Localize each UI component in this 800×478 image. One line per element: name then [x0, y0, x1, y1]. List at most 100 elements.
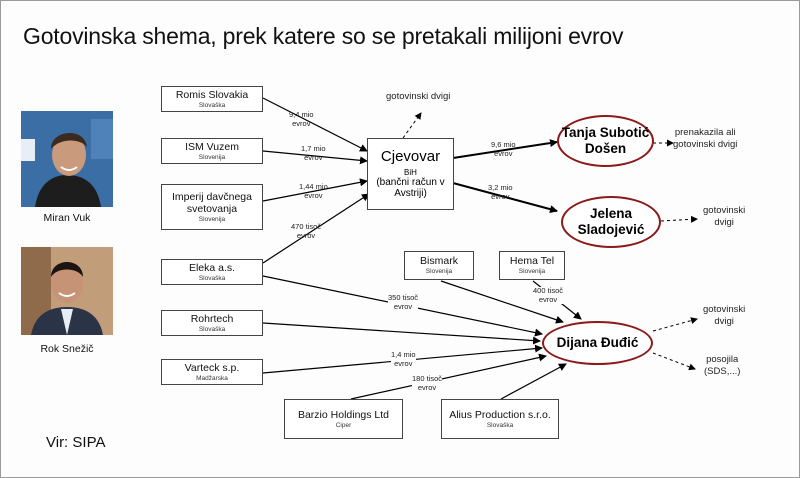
flow-label-barzio: 180 tisoč evrov	[412, 374, 443, 393]
arrow-dijana-out2	[652, 352, 696, 371]
flow-currency: evrov	[304, 190, 323, 200]
company-ism: ISM Vuzem Slovenija	[161, 138, 263, 164]
recipient-jelena-line1: Jelena	[589, 205, 633, 221]
company-imperij: Imperij davčnega svetovanja Slovenija	[161, 184, 263, 230]
flow-label-hema: 400 tisoč evrov	[533, 286, 564, 305]
flow-currency: evrov	[538, 294, 558, 304]
company-name: Romis Slovakia	[175, 88, 249, 101]
company-bismark: Bismark Slovenija	[404, 251, 474, 280]
recipient-tanja: Tanja Subotić Došen	[557, 115, 654, 167]
flow-label-imperij: 1,44 mio evrov	[299, 182, 328, 200]
company-name-line2: svetovanja	[186, 202, 238, 215]
arrow-ism-cjevovar	[262, 150, 368, 165]
node-cjevovar-sub1: BiH	[404, 167, 417, 177]
flow-amount: 400 tisoč	[533, 286, 564, 295]
node-cjevovar-name: Cjevovar	[380, 148, 441, 166]
flow-label-tanja: 9,6 mio evrov	[491, 140, 516, 158]
company-hema-tel: Hema Tel Slovenija	[499, 251, 565, 280]
arrow-dijana-out1	[652, 317, 698, 332]
flow-amount: 9,4 mio	[289, 110, 314, 119]
recipient-dijana-name: Dijana Đuđić	[556, 334, 639, 350]
flow-label-eleka-dijana: 350 tisoč evrov	[388, 293, 419, 312]
flow-currency: evrov	[417, 382, 437, 392]
company-country: Slovenija	[198, 153, 226, 161]
flow-amount: 1,4 mio	[391, 350, 416, 359]
company-country: Slovenija	[425, 268, 453, 276]
arrow-alius-dijana	[500, 363, 567, 400]
photo-miran-vuk	[21, 111, 113, 207]
company-alius: Alius Production s.r.o. Slovaška	[441, 399, 559, 439]
flow-currency: evrov	[296, 230, 316, 240]
flow-currency: evrov	[304, 152, 323, 162]
recipient-dijana: Dijana Đuđić	[542, 321, 653, 365]
recipient-tanja-line2: Došen	[584, 141, 627, 156]
outcome-line: (SDS,...)	[704, 366, 741, 378]
outcome-line: posojila	[706, 354, 739, 365]
arrow-bismark-dijana	[440, 280, 564, 324]
company-name-line1: Imperij davčnega	[172, 190, 252, 203]
flow-amount: 3,2 mio	[488, 183, 513, 192]
company-name: Varteck s.p.	[184, 361, 240, 374]
arrow-romis-cjevovar	[262, 97, 368, 152]
flow-amount: 350 tisoč	[388, 293, 419, 302]
flow-currency: evrov	[292, 118, 311, 128]
company-country: Madžarska	[196, 374, 228, 382]
company-romis: Romis Slovakia Slovaška	[161, 86, 263, 112]
company-country: Ciper	[335, 421, 352, 429]
arrow-cjevovar-tanja	[452, 139, 558, 159]
recipient-jelena: Jelena Sladojević	[561, 196, 661, 248]
outcome-jelena: gotovinski dvigi	[703, 205, 745, 230]
recipient-tanja-line1: Tanja Subotić	[561, 124, 650, 140]
person-name-rok: Rok Snežič	[40, 343, 94, 355]
outcome-line: gotovinski	[703, 304, 746, 315]
company-country: Slovenija	[518, 268, 546, 276]
arrow-jelena-out	[660, 215, 698, 223]
flow-amount: 9,6 mio	[491, 140, 516, 149]
outcome-cjevovar-cash: gotovinski dvigi	[386, 91, 451, 102]
company-name: Hema Tel	[509, 255, 555, 268]
company-eleka: Eleka a.s. Slovaška	[161, 259, 263, 285]
company-country: Slovaška	[198, 325, 226, 333]
company-name: Alius Production s.r.o.	[449, 408, 551, 421]
flow-label-ism: 1,7 mio evrov	[301, 144, 326, 162]
company-country: Slovaška	[198, 101, 226, 109]
company-country: Slovaška	[486, 421, 514, 429]
arrow-eleka-cjevovar	[262, 193, 370, 264]
company-barzio: Barzio Holdings Ltd Ciper	[284, 399, 403, 439]
flow-currency: evrov	[393, 301, 413, 311]
flow-amount: 180 tisoč	[412, 374, 443, 383]
outcome-line: gotovinski	[703, 205, 746, 216]
company-country: Slovaška	[198, 274, 226, 282]
person-name-miran: Miran Vuk	[43, 212, 91, 224]
photo-rok-snezic	[21, 247, 113, 335]
company-name: Barzio Holdings Ltd	[297, 408, 390, 421]
company-rohrtech: Rohrtech Slovaška	[161, 310, 263, 336]
company-name: Rohrtech	[190, 312, 234, 325]
outcome-line: dvigi	[714, 217, 734, 229]
flow-amount: 470 tisoč	[291, 222, 322, 231]
flow-label-varteck: 1,4 mio evrov	[391, 350, 416, 369]
node-cjevovar-sub3: Avstriji)	[394, 188, 427, 200]
outcome-line: gotovinski dvigi	[673, 139, 738, 151]
arrow-rohrtech-dijana	[262, 322, 541, 345]
flow-currency: evrov	[394, 358, 413, 368]
arrow-barzio-dijana	[350, 353, 547, 400]
node-cjevovar: Cjevovar BiH (bančni račun v Avstriji)	[367, 138, 454, 210]
arrow-imperij-cjevovar	[262, 178, 368, 202]
flow-currency: evrov	[491, 191, 510, 201]
diagram-title: Gotovinska shema, prek katere so se pret…	[23, 23, 624, 49]
recipient-jelena-line2: Sladojević	[577, 222, 645, 237]
arrow-cjevovar-jelena	[452, 182, 558, 214]
flow-amount: 1,44 mio	[299, 182, 328, 191]
arrow-cjevovar-cash	[402, 112, 422, 139]
company-name: Bismark	[420, 255, 458, 268]
outcome-dijana-cash: gotovinski dvigi	[703, 304, 745, 329]
source-credit: Vir: SIPA	[46, 434, 106, 451]
outcome-line: prenakazila ali	[674, 127, 736, 138]
outcome-tanja: prenakazila ali gotovinski dvigi	[673, 127, 737, 152]
flow-currency: evrov	[494, 148, 513, 158]
outcome-dijana-loans: posojila (SDS,...)	[704, 354, 740, 379]
company-country: Slovenija	[198, 215, 226, 223]
node-cjevovar-sub2: (bančni račun v	[376, 176, 445, 188]
